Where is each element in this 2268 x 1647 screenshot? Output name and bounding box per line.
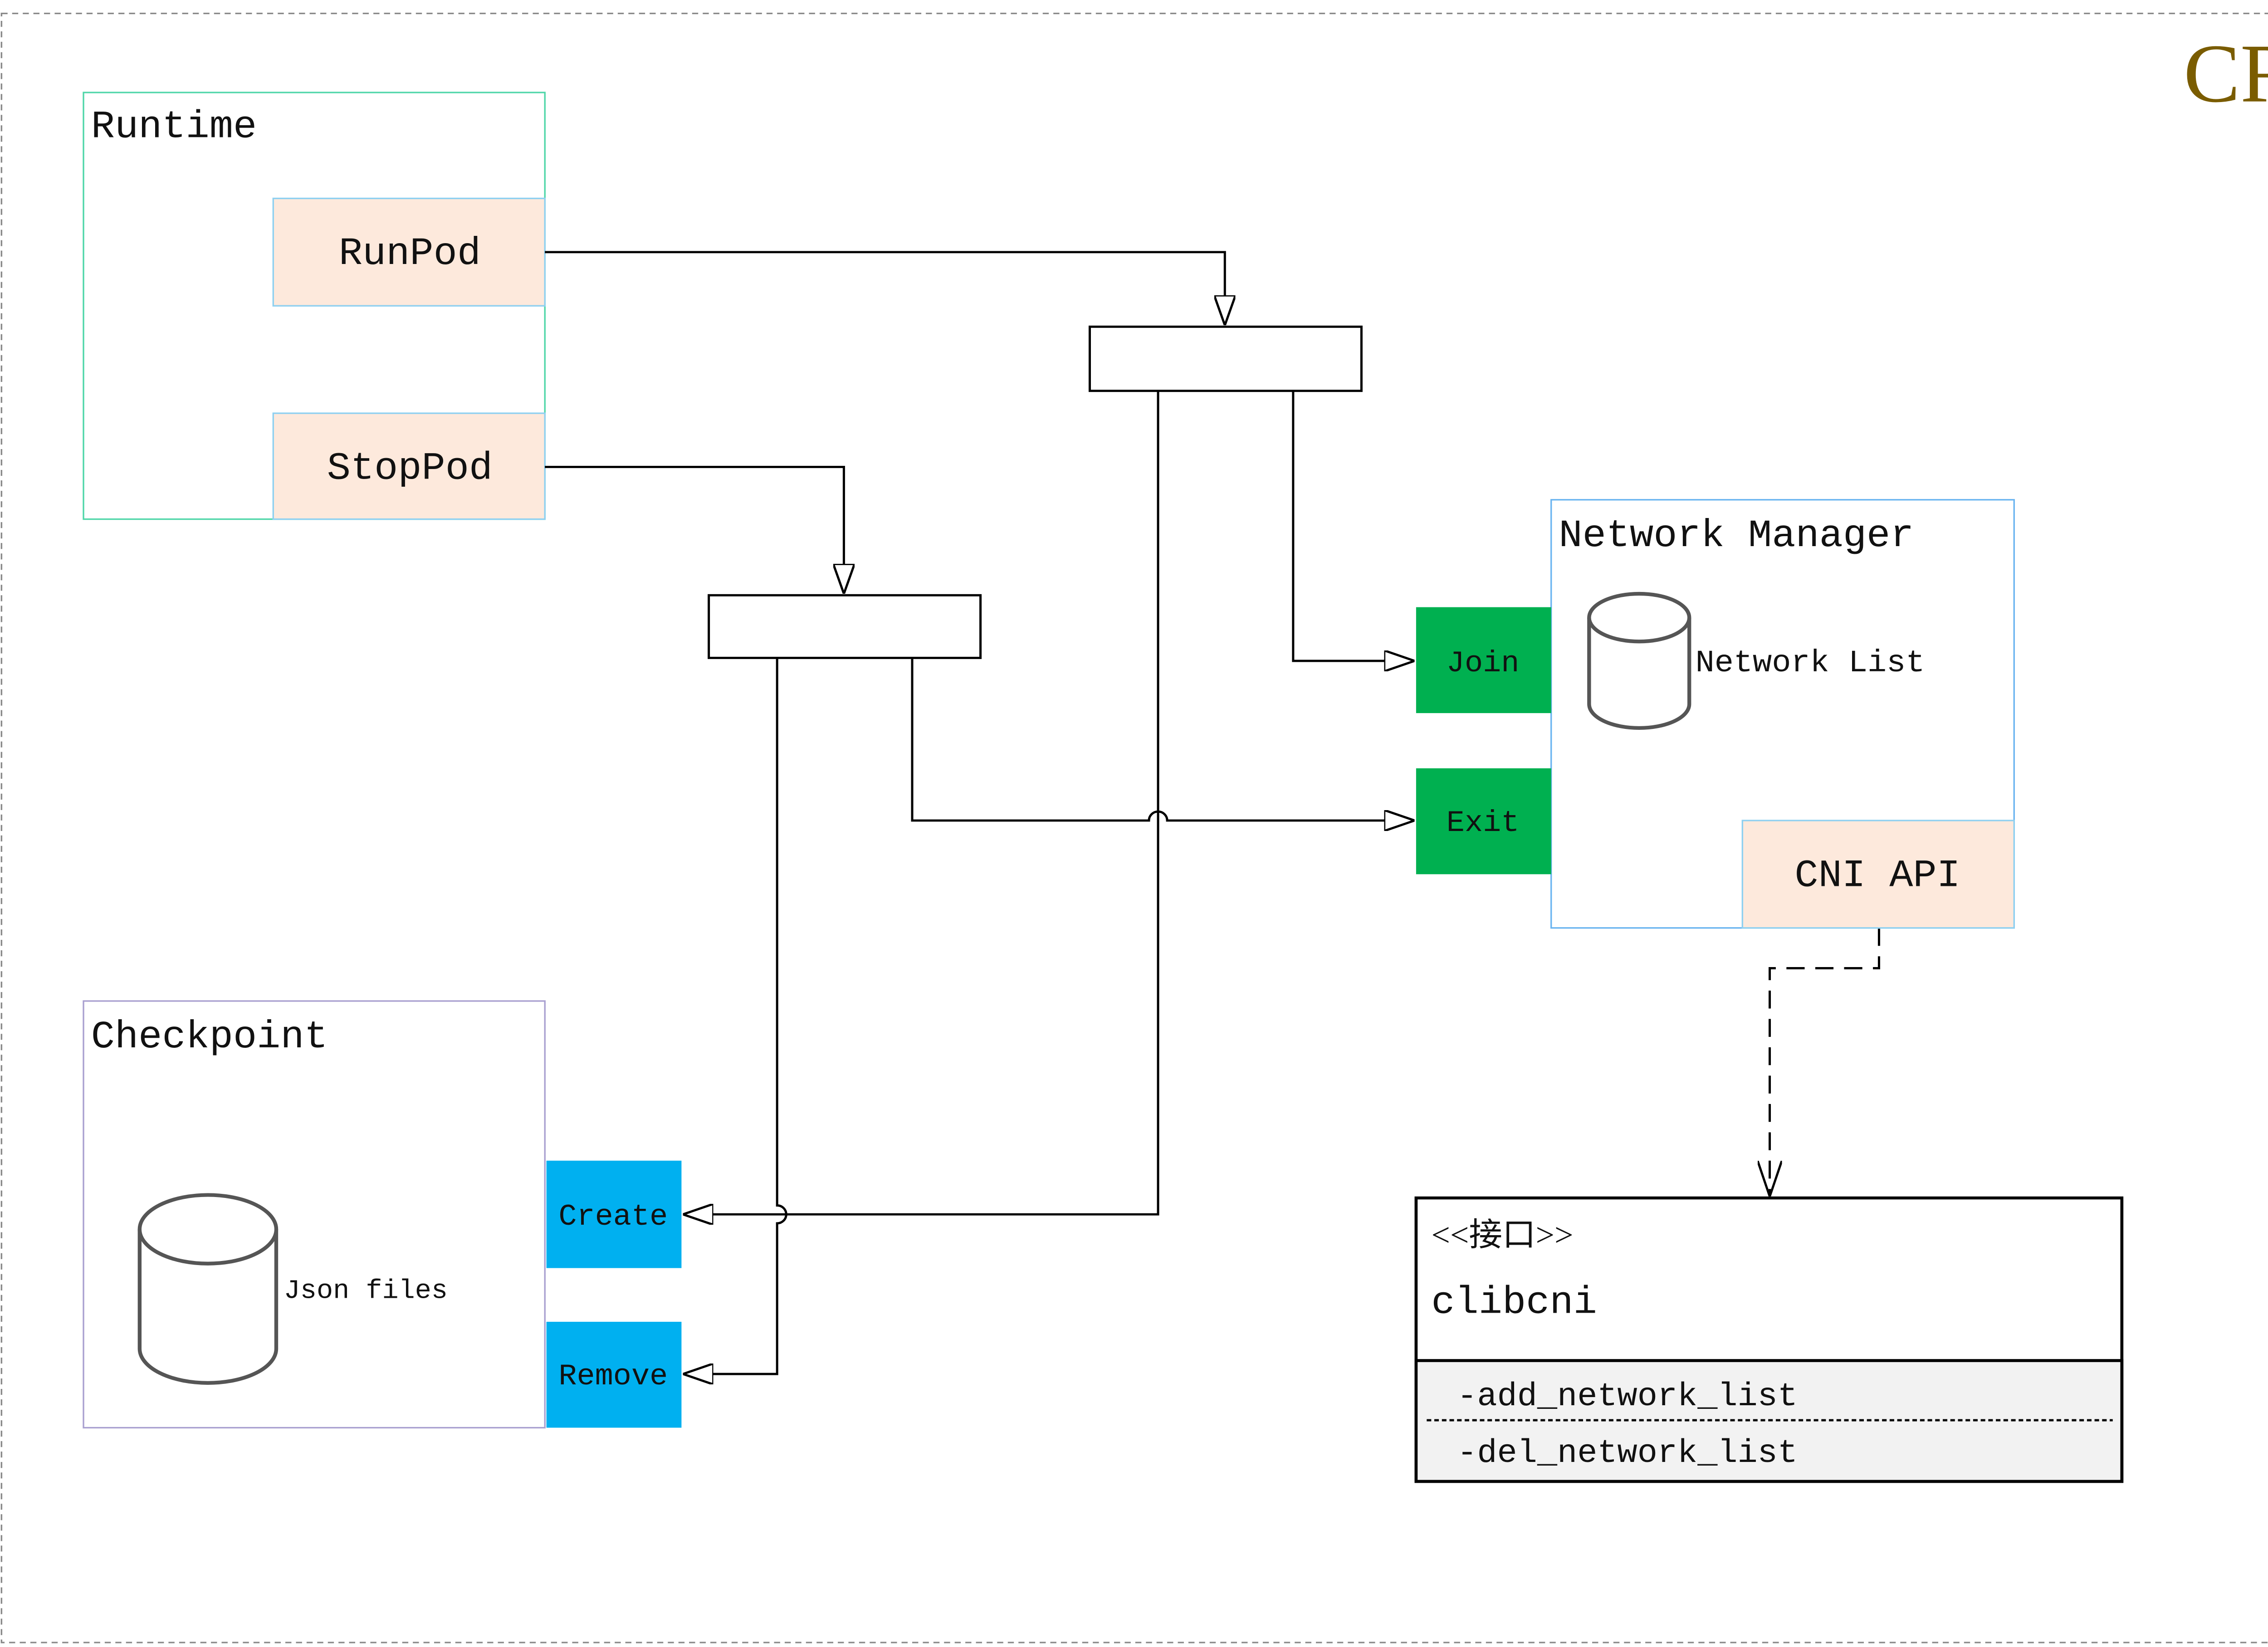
create-port[interactable] bbox=[546, 1160, 682, 1268]
stoppod-fork-bar bbox=[708, 594, 982, 659]
json-files-label: Json files bbox=[284, 1276, 448, 1306]
network-manager-title: Network Manager bbox=[1559, 513, 1914, 557]
runtime-component[interactable]: Runtime RunPod StopPod bbox=[83, 92, 546, 520]
checkpoint-title: Checkpoint bbox=[91, 1015, 328, 1059]
remove-port[interactable] bbox=[546, 1322, 682, 1428]
runpod-label: RunPod bbox=[339, 232, 481, 276]
cni-api[interactable] bbox=[1741, 820, 2015, 929]
create-label: Create bbox=[558, 1200, 668, 1234]
remove-label: Remove bbox=[558, 1360, 668, 1393]
cni-to-clibcni bbox=[1770, 928, 1880, 1197]
exit-port[interactable] bbox=[1416, 768, 1551, 875]
clibcni-stereotype: <<接口>> bbox=[1431, 1217, 1573, 1253]
clibcni-interface[interactable]: <<接口>> clibcni -add_network_list -del_ne… bbox=[1414, 1196, 2124, 1483]
network-manager-component[interactable]: Network Manager Network List CNI API Joi… bbox=[1416, 499, 2015, 929]
runpod-to-fork bbox=[545, 251, 1225, 325]
database-icon bbox=[1587, 591, 1691, 730]
clibcni-name: clibcni bbox=[1431, 1280, 1597, 1324]
runpod-method[interactable] bbox=[272, 197, 546, 307]
fork-to-exit bbox=[911, 658, 1415, 820]
stoppod-to-fork bbox=[545, 465, 844, 594]
checkpoint-component[interactable]: Checkpoint Json files Create Remove bbox=[83, 1000, 682, 1429]
clibcni-operation: -add_network_list bbox=[1457, 1378, 1798, 1415]
join-port[interactable] bbox=[1416, 607, 1551, 714]
stoppod-method[interactable] bbox=[272, 412, 546, 520]
fork-to-remove bbox=[683, 658, 787, 1374]
cri-title: CRI bbox=[2184, 27, 2268, 120]
network-list-label: Network List bbox=[1696, 645, 1925, 681]
stoppod-label: StopPod bbox=[327, 446, 493, 490]
join-label: Join bbox=[1447, 647, 1520, 680]
cri-frame bbox=[0, 12, 2268, 1643]
fork-to-join bbox=[1292, 391, 1415, 661]
database-icon bbox=[137, 1193, 279, 1385]
clibcni-operation: -del_network_list bbox=[1457, 1435, 1798, 1472]
runtime-title: Runtime bbox=[91, 105, 257, 149]
runpod-fork-bar bbox=[1088, 325, 1363, 392]
fork-to-create bbox=[683, 391, 1159, 1214]
exit-label: Exit bbox=[1447, 806, 1520, 840]
cni-api-label: CNI API bbox=[1794, 854, 1960, 898]
